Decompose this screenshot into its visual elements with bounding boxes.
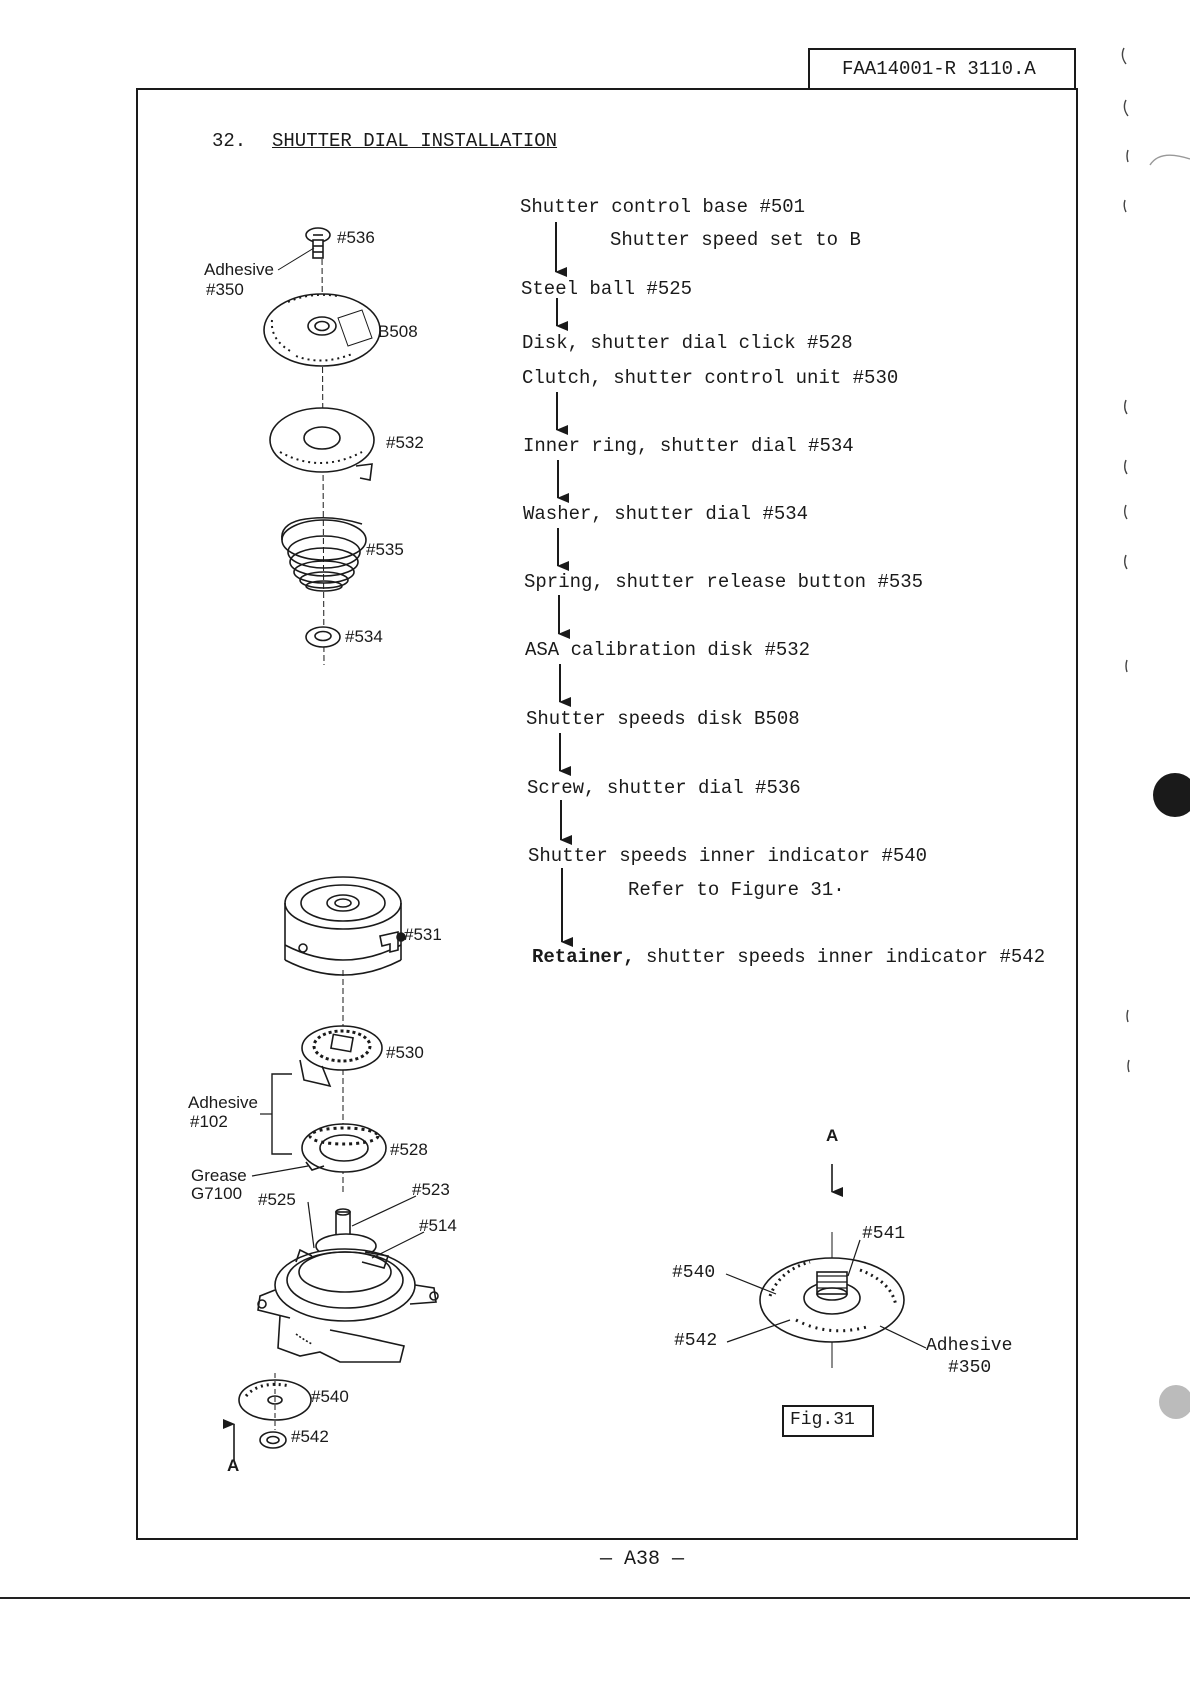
label-514: #514 (419, 1216, 457, 1235)
step-5: Inner ring, shutter dial #534 (523, 435, 854, 457)
scan-marks (1121, 47, 1190, 1073)
indicator-disk-540 (238, 1373, 312, 1430)
scan-artifacts (1153, 773, 1190, 1419)
step-12-rest: shutter speeds inner indicator #542 (646, 946, 1046, 968)
fig31-label-350: #350 (948, 1358, 992, 1378)
label-adhesive: Adhesive (204, 260, 274, 279)
label-532: #532 (386, 433, 424, 452)
label-542: #542 (291, 1427, 329, 1446)
label-534: #534 (345, 627, 383, 646)
step-1: Shutter control base #501 (520, 196, 806, 218)
upper-exploded-view (263, 227, 381, 666)
step-9: Shutter speeds disk B508 (526, 708, 800, 730)
scan-blot-1 (1153, 773, 1190, 817)
fig31-label-542: #542 (674, 1331, 718, 1351)
fig31-caption: Fig.31 (790, 1410, 855, 1430)
step-11: Shutter speeds inner indicator #540 (528, 845, 928, 867)
label-531: #531 (404, 925, 442, 944)
section-number: 32. (212, 130, 247, 152)
document-id-box (808, 48, 1076, 90)
label-535: #535 (366, 540, 404, 559)
clutch-530 (299, 1025, 383, 1088)
housing-531 (284, 876, 406, 976)
label-530: #530 (386, 1043, 424, 1062)
spring-535 (281, 516, 367, 592)
step-7: Spring, shutter release button #535 (524, 571, 924, 593)
step-12-bold: Retainer, (532, 946, 635, 968)
fig31-label-540: #540 (672, 1263, 716, 1283)
fig31-caption-box (782, 1405, 874, 1437)
step-10: Screw, shutter dial #536 (527, 777, 801, 799)
fig31-label-adhesive: Adhesive (926, 1336, 1013, 1356)
retainer-542 (259, 1431, 287, 1449)
label-523: #523 (412, 1180, 450, 1199)
step-4: Clutch, shutter control unit #530 (522, 367, 899, 389)
flow-arrows (555, 222, 573, 947)
fig31-label-541: #541 (862, 1224, 906, 1244)
scan-blot-2 (1159, 1385, 1190, 1419)
lower-exploded-view (223, 876, 439, 1460)
ring-532 (269, 407, 375, 473)
step-12: Retainer, shutter speeds inner indicator… (532, 946, 1045, 968)
label-adhesive-102: #102 (190, 1112, 228, 1131)
fig31-label-a: A (826, 1126, 839, 1145)
label-grease: Grease (191, 1166, 247, 1185)
note-refer-figure: Refer to Figure 31· (628, 879, 845, 901)
click-disk-528 (301, 1123, 387, 1173)
label-536: #536 (337, 228, 375, 247)
step-3: Disk, shutter dial click #528 (522, 332, 853, 354)
figure-31 (725, 1164, 927, 1368)
section-title: SHUTTER DIAL INSTALLATION (272, 130, 558, 152)
page-number: — A38 — (600, 1548, 685, 1571)
label-adhesive-350: #350 (206, 280, 244, 299)
step-2: Steel ball #525 (521, 278, 693, 300)
footer-rule (0, 1597, 1190, 1599)
label-540: #540 (311, 1387, 349, 1406)
label-b508: B508 (378, 322, 418, 341)
step-6: Washer, shutter dial #534 (523, 503, 809, 525)
step-8: ASA calibration disk #532 (525, 639, 811, 661)
page-frame (136, 88, 1078, 1540)
control-base-501 (257, 1208, 439, 1363)
document-id: FAA14001-R 3110.A (842, 58, 1036, 80)
note-shutter-speed-b: Shutter speed set to B (610, 229, 861, 251)
label-525: #525 (258, 1190, 296, 1209)
label-grease-g7100: G7100 (191, 1184, 243, 1203)
washer-534 (305, 626, 341, 648)
label-528: #528 (390, 1140, 428, 1159)
label-adhesive-lower: Adhesive (188, 1093, 258, 1112)
label-view-a: A (227, 1456, 240, 1475)
